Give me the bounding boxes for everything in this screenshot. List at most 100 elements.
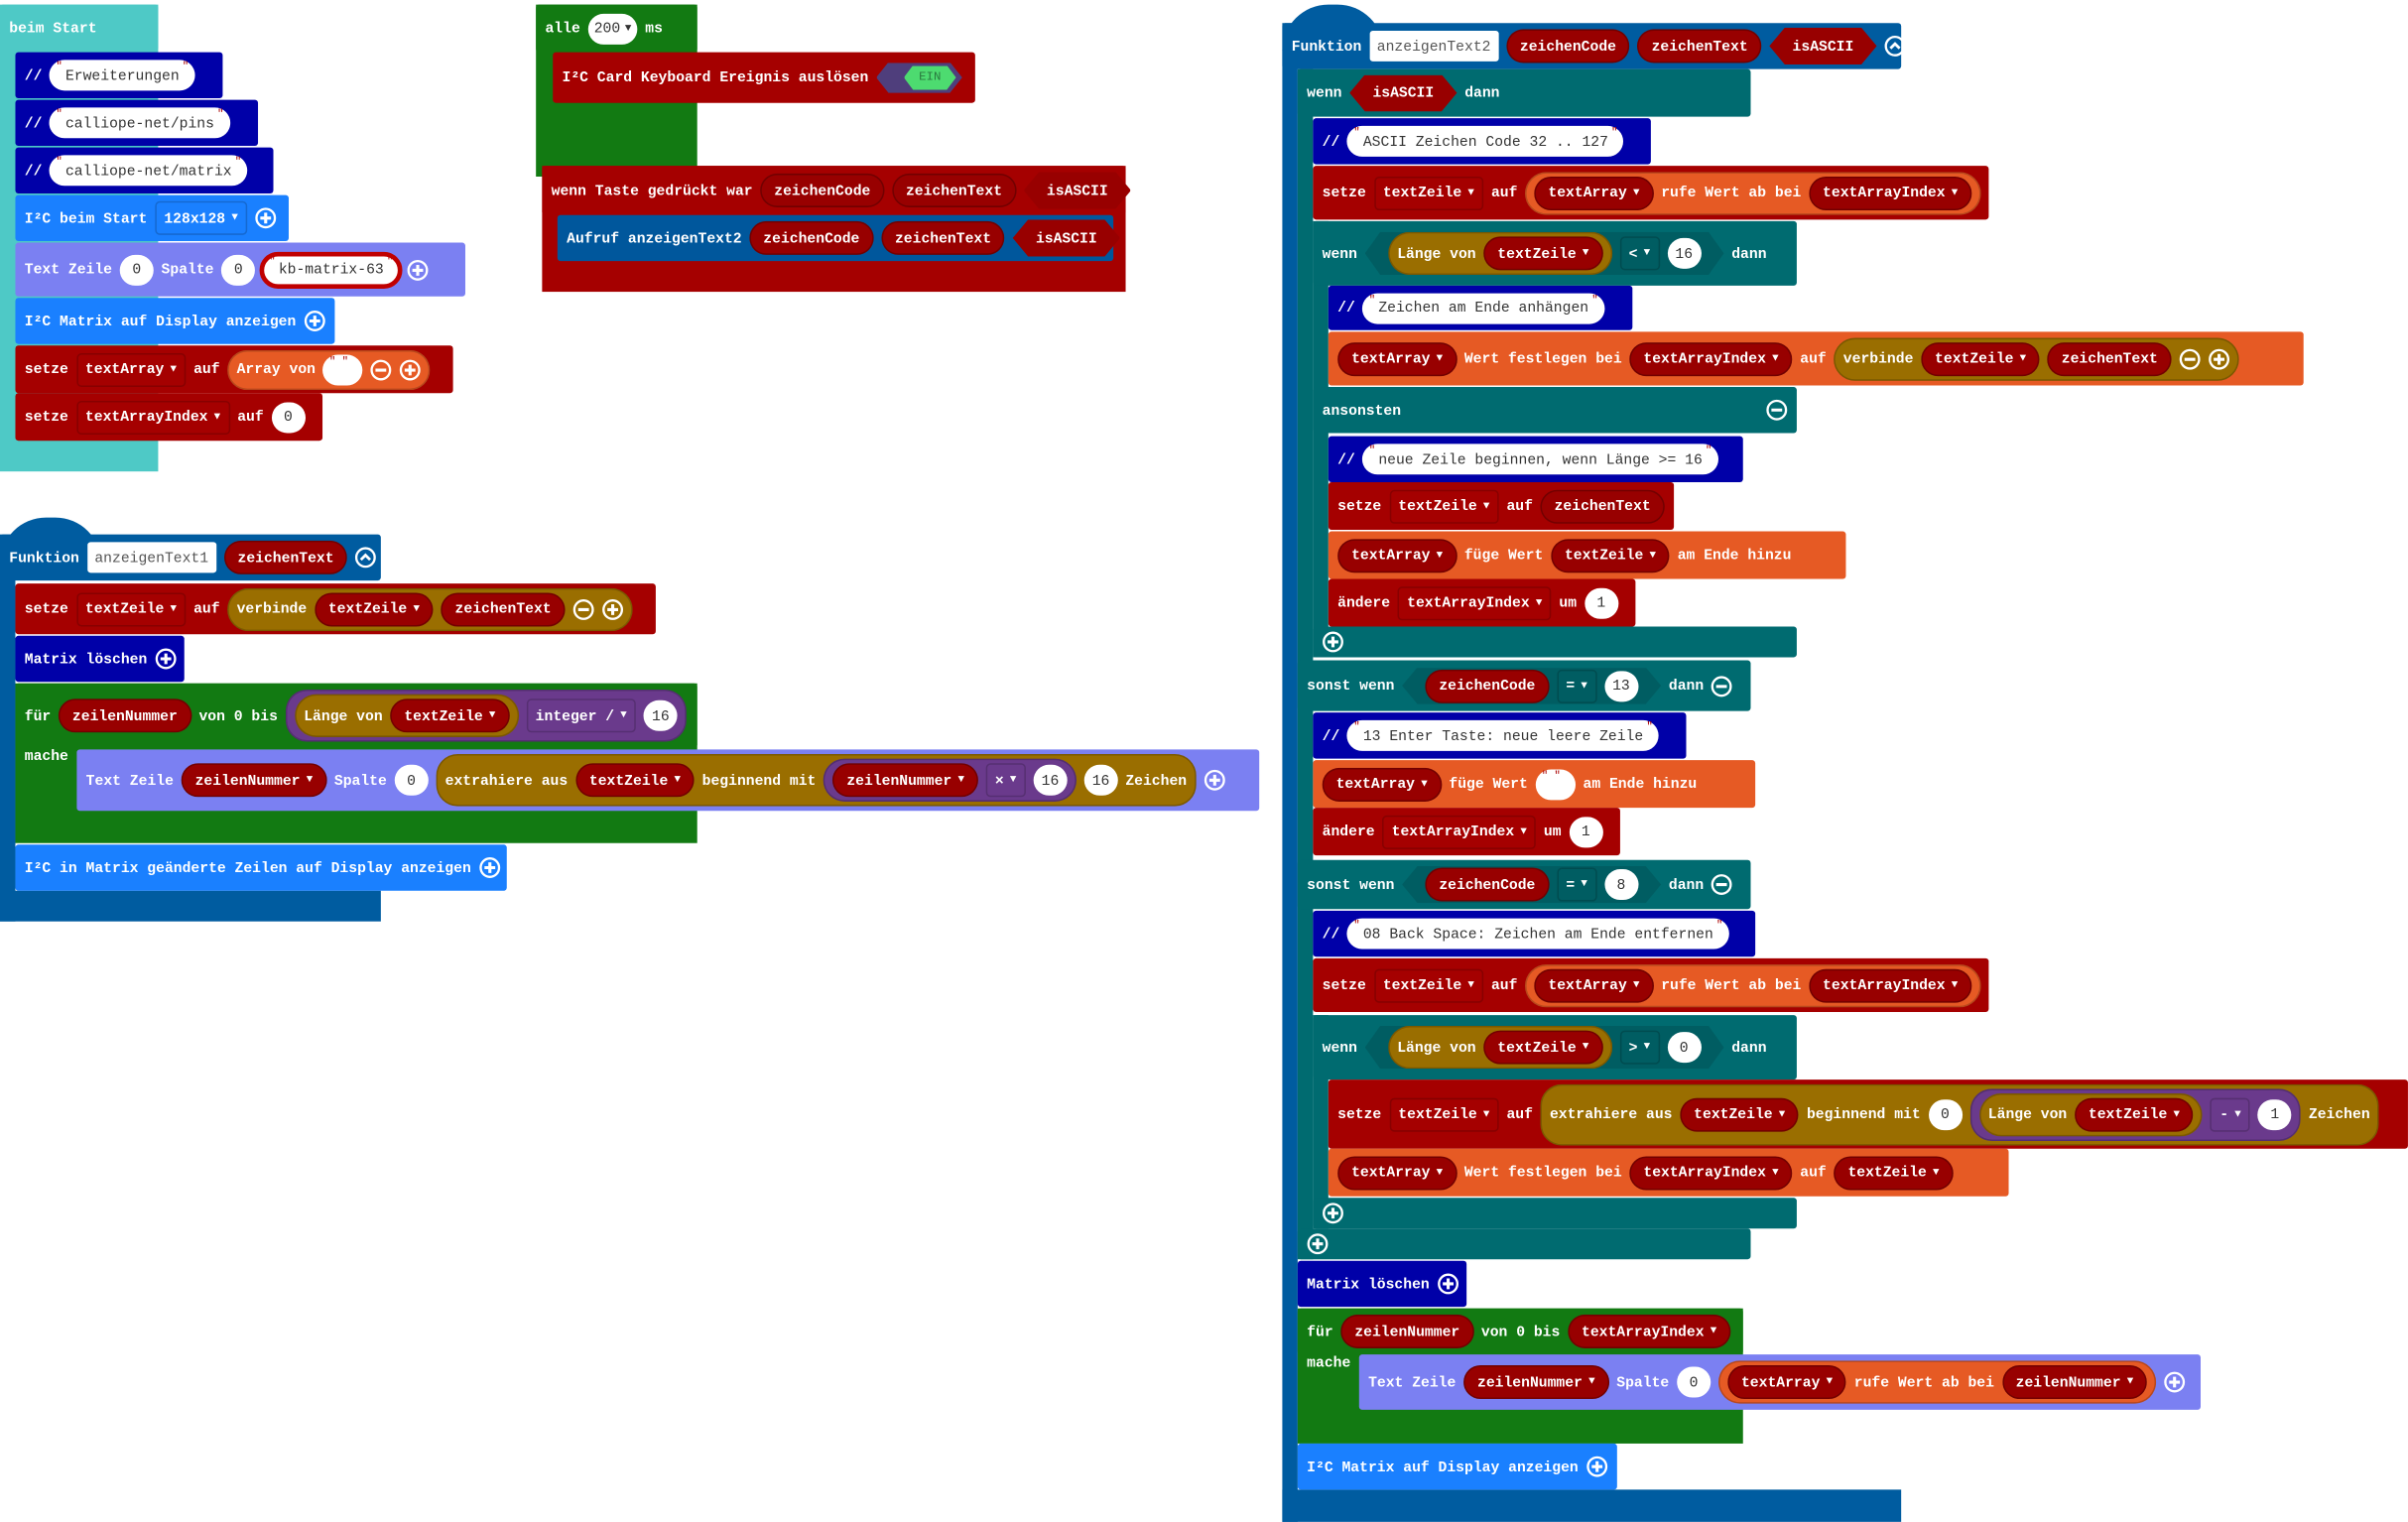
variable-dropdown-pill[interactable]: zeilenNummer▼ xyxy=(832,763,978,798)
string-input[interactable]: kb-matrix-63 xyxy=(259,251,403,289)
parameter-pill[interactable]: zeichenText xyxy=(223,540,348,574)
variable-dropdown[interactable]: textZeile▼ xyxy=(1389,1096,1499,1131)
plus-icon[interactable] xyxy=(1323,1203,1344,1224)
variable-dropdown[interactable]: integer /▼ xyxy=(526,698,637,733)
variable-dropdown-pill[interactable]: textArrayIndex▼ xyxy=(1629,1155,1793,1190)
number-input[interactable]: 0 xyxy=(1667,1032,1701,1063)
number-input[interactable]: 1 xyxy=(1569,816,1603,847)
block-f2-end1[interactable] xyxy=(1313,626,1797,658)
variable-dropdown-pill[interactable]: textZeile▼ xyxy=(1921,341,2041,376)
condition-slot[interactable]: zeichenCode=▼13 xyxy=(1402,668,1661,704)
plus-icon[interactable] xyxy=(407,259,429,281)
variable-dropdown-pill[interactable]: textArray▼ xyxy=(1337,538,1457,572)
variable-dropdown[interactable]: -▼ xyxy=(2210,1096,2251,1131)
block-start-hat[interactable]: beim Start xyxy=(0,4,159,52)
variable-dropdown-pill[interactable]: textArray▼ xyxy=(1534,967,1654,1002)
minus-icon[interactable] xyxy=(1711,675,1733,697)
parameter-pill[interactable]: zeichenText xyxy=(441,591,566,626)
number-input[interactable]: 0 xyxy=(119,254,154,286)
number-input[interactable]: 16 xyxy=(1033,764,1068,796)
plus-icon[interactable] xyxy=(1307,1233,1329,1255)
string-input[interactable]: Erweiterungen xyxy=(50,60,195,91)
number-input[interactable]: 1 xyxy=(2257,1098,2292,1130)
block-f2-c2[interactable]: //Zeichen am Ende anhängen xyxy=(1328,285,1633,330)
number-input[interactable]: 0 xyxy=(271,401,306,433)
minus-icon[interactable] xyxy=(572,598,594,620)
block-f2-end3[interactable] xyxy=(1297,1228,1751,1260)
variable-dropdown-pill[interactable]: textZeile▼ xyxy=(1483,236,1602,270)
variable-dropdown[interactable]: >▼ xyxy=(1619,1031,1659,1065)
variable-dropdown-pill[interactable]: textArrayIndex▼ xyxy=(1809,967,1972,1002)
variable-dropdown[interactable]: textArrayIndex▼ xyxy=(1397,585,1552,620)
variable-dropdown-pill[interactable]: textArray▼ xyxy=(1337,1155,1457,1190)
minus-icon[interactable] xyxy=(1711,874,1733,896)
variable-dropdown-pill[interactable]: textZeile▼ xyxy=(1483,1031,1602,1065)
parameter-pill[interactable]: zeichenCode xyxy=(1425,868,1549,902)
block-show1[interactable]: I²C Matrix auf Display anzeigen xyxy=(15,298,335,344)
string-input[interactable]: Zeichen am Ende anhängen xyxy=(1362,292,1604,323)
minus-icon[interactable] xyxy=(371,358,393,380)
variable-dropdown[interactable]: textArrayIndex▼ xyxy=(75,400,230,435)
number-input[interactable]: 16 xyxy=(643,699,678,731)
block-f2-else[interactable]: ansonsten xyxy=(1313,387,1797,434)
block-c3[interactable]: //calliope-net/matrix xyxy=(15,147,274,194)
variable-dropdown[interactable]: =▼ xyxy=(1557,868,1596,902)
string-input[interactable]: calliope-net/matrix xyxy=(50,155,248,187)
collapse-icon[interactable] xyxy=(355,547,377,569)
function-name-input[interactable]: anzeigenText2 xyxy=(1369,30,1499,62)
string-input[interactable]: 13 Enter Taste: neue leere Zeile xyxy=(1347,719,1660,751)
variable-dropdown-pill[interactable]: textZeile▼ xyxy=(1551,538,1670,572)
plus-icon[interactable] xyxy=(2209,347,2230,370)
block-f2-c3[interactable]: //neue Zeile beginnen, wenn Länge >= 16 xyxy=(1328,436,1743,483)
number-input[interactable]: 0 xyxy=(1676,1366,1711,1398)
minus-icon[interactable] xyxy=(1766,399,1788,421)
purple-reporter-block[interactable]: zeilenNummer▼×▼16 xyxy=(824,758,1077,802)
block-f2-push2[interactable]: textArray▼füge Wertam Ende hinzu xyxy=(1313,760,1756,809)
plus-icon[interactable] xyxy=(1437,1273,1458,1295)
on-off-toggle[interactable]: EIN xyxy=(876,63,962,93)
variable-dropdown-pill[interactable]: textZeile▼ xyxy=(390,698,510,733)
variable-dropdown[interactable]: textZeile▼ xyxy=(1373,967,1484,1002)
plus-icon[interactable] xyxy=(478,857,501,879)
block-f1-show[interactable]: I²C in Matrix geänderte Zeilen auf Displ… xyxy=(15,844,507,891)
variable-dropdown-pill[interactable]: textArrayIndex▼ xyxy=(1629,341,1793,376)
variable-dropdown-pill[interactable]: textZeile▼ xyxy=(574,763,695,798)
variable-dropdown-pill[interactable]: textArray▼ xyxy=(1534,176,1654,210)
string-input[interactable] xyxy=(322,353,363,385)
block-f2-c5[interactable]: //08 Back Space: Zeichen am Ende entfern… xyxy=(1313,910,1756,957)
parameter-pill[interactable]: zeichenText xyxy=(1540,488,1665,524)
orange-reporter-block[interactable]: Array von xyxy=(227,349,432,390)
variable-dropdown-pill[interactable]: textZeile▼ xyxy=(1680,1096,1800,1131)
string-input[interactable] xyxy=(1535,768,1576,800)
variable-dropdown[interactable]: ×▼ xyxy=(985,763,1026,798)
variable-dropdown-pill[interactable]: textArray▼ xyxy=(1322,767,1442,802)
block-f1-clear[interactable]: Matrix löschen xyxy=(15,635,185,683)
